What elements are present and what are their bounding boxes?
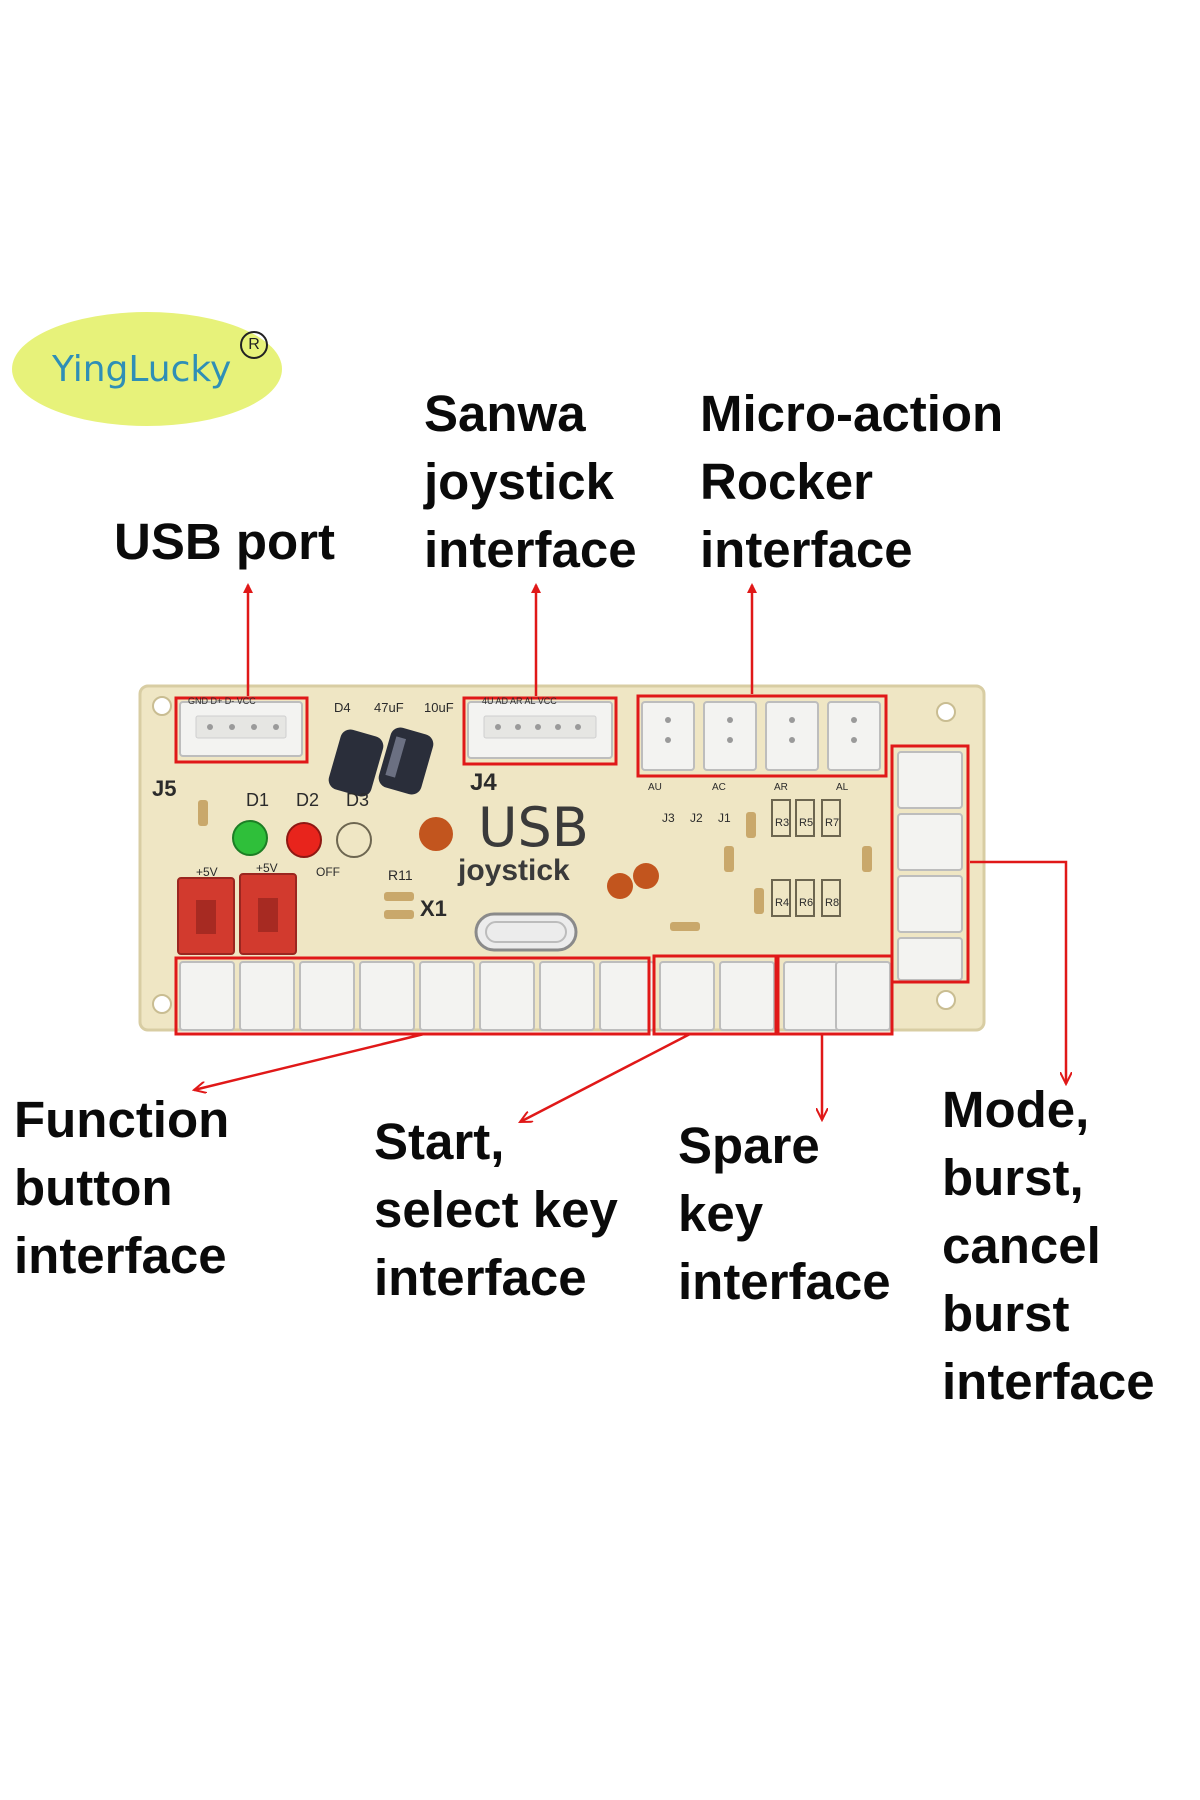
callout-line: select key — [374, 1181, 618, 1238]
callout-line: interface — [678, 1253, 891, 1310]
label-cap2: 10uF — [424, 700, 454, 715]
arrow-mode-burst — [970, 860, 1066, 1084]
label-j3: J3 — [662, 811, 675, 825]
label-r3: R3 — [775, 817, 789, 829]
label-r7: R7 — [825, 817, 839, 829]
board-title: USB — [478, 796, 589, 859]
label-r8: R8 — [825, 897, 839, 909]
callout-line: interface — [424, 521, 637, 578]
callout-line: Sanwa — [424, 385, 586, 442]
callout-line: Rocker — [700, 453, 873, 510]
start-select-highlight — [652, 954, 778, 1036]
callout-function-button: Function button interface — [14, 1086, 229, 1290]
resistor-footprints — [771, 799, 841, 917]
ceramic-cap-1 — [419, 817, 453, 851]
label-r6: R6 — [799, 897, 813, 909]
callout-spare-key: Spare key interface — [678, 1112, 891, 1316]
label-j4: J4 — [470, 769, 497, 796]
callout-usb-port: USB port — [114, 508, 335, 576]
label-off: OFF — [316, 865, 340, 879]
callout-line: interface — [374, 1249, 587, 1306]
callout-start-select: Start, select key interface — [374, 1108, 618, 1312]
crystal-x1 — [474, 912, 578, 952]
label-r11: R11 — [388, 867, 413, 883]
spare-key-connectors — [783, 961, 891, 1031]
callout-mode-burst: Mode, burst, cancel burst interface — [942, 1076, 1155, 1416]
led-d3-footprint — [336, 822, 372, 858]
label-j5: J5 — [152, 776, 176, 801]
brand-logo-badge — [12, 312, 282, 426]
label-ac: AC — [712, 782, 726, 793]
usb-port-connector — [179, 701, 303, 757]
resistors — [198, 800, 872, 931]
callout-line: interface — [942, 1353, 1155, 1410]
usb-port-highlight — [174, 696, 309, 764]
led-green — [232, 820, 268, 856]
mode-burst-highlight — [890, 744, 970, 984]
ceramic-cap-3 — [633, 863, 659, 889]
ceramic-cap-2 — [607, 873, 633, 899]
label-r5: R5 — [799, 817, 813, 829]
start-select-connectors — [659, 961, 775, 1031]
callout-micro-action-rocker: Micro-action Rocker interface — [700, 380, 1003, 584]
function-button-highlight — [174, 956, 651, 1036]
label-d4: D4 — [334, 700, 351, 715]
callout-line: joystick — [424, 453, 614, 510]
brand-logo-text: YingLucky — [52, 349, 232, 390]
label-au: AU — [648, 782, 662, 793]
spare-key-highlight — [776, 954, 894, 1036]
callout-line: Micro-action — [700, 385, 1004, 442]
callout-sanwa-joystick: Sanwa joystick interface — [424, 380, 637, 584]
mount-hole-tl — [152, 696, 172, 716]
sanwa-joystick-highlight — [462, 696, 618, 766]
mode-burst-connectors — [897, 751, 963, 981]
label-j2: J2 — [690, 811, 703, 825]
label-d1: D1 — [246, 790, 269, 810]
label-cap1: 47uF — [374, 700, 404, 715]
label-j5-pins: GND D+ D- VCC — [188, 696, 256, 706]
label-j4-pins: 4U AD AR AL VCC — [482, 696, 557, 706]
sanwa-joystick-connector — [467, 701, 613, 759]
label-5v-b: +5V — [256, 861, 278, 875]
callout-line: USB port — [114, 513, 335, 570]
label-d3: D3 — [346, 790, 369, 810]
function-button-connectors — [179, 961, 655, 1031]
label-ar: AR — [774, 782, 788, 793]
board-subtitle: joystick — [457, 854, 570, 887]
callout-line: burst, — [942, 1149, 1084, 1206]
arrow-function — [194, 1032, 425, 1090]
label-x1: X1 — [420, 896, 447, 921]
label-5v-a: +5V — [196, 865, 218, 879]
mount-hole-br — [936, 990, 956, 1010]
led-red — [286, 822, 322, 858]
mount-hole-tr — [936, 702, 956, 722]
micro-action-connectors — [641, 701, 881, 771]
callout-line: interface — [14, 1227, 227, 1284]
arrow-start-select — [520, 1032, 691, 1124]
callout-line: cancel — [942, 1217, 1101, 1274]
callout-line: Function — [14, 1091, 230, 1148]
callout-line: Mode, — [942, 1081, 1090, 1138]
label-r4: R4 — [775, 897, 789, 909]
mount-hole-bl — [152, 994, 172, 1014]
electrolytic-capacitors — [328, 727, 434, 797]
callout-line: Spare — [678, 1117, 820, 1174]
callout-line: key — [678, 1185, 764, 1242]
callout-line: interface — [700, 521, 913, 578]
callout-line: Start, — [374, 1113, 505, 1170]
label-d2: D2 — [296, 790, 319, 810]
label-j1: J1 — [718, 811, 731, 825]
power-headers — [177, 873, 297, 955]
micro-action-highlight — [636, 694, 888, 778]
label-al: AL — [836, 782, 849, 793]
callout-line: burst — [942, 1285, 1070, 1342]
silkscreen: USB joystick J5 J4 D1 D2 D3 D4 47uF 10uF… — [152, 696, 849, 921]
registered-mark-icon: R — [240, 331, 268, 359]
callout-arrows — [194, 583, 1066, 1124]
callout-line: button — [14, 1159, 173, 1216]
